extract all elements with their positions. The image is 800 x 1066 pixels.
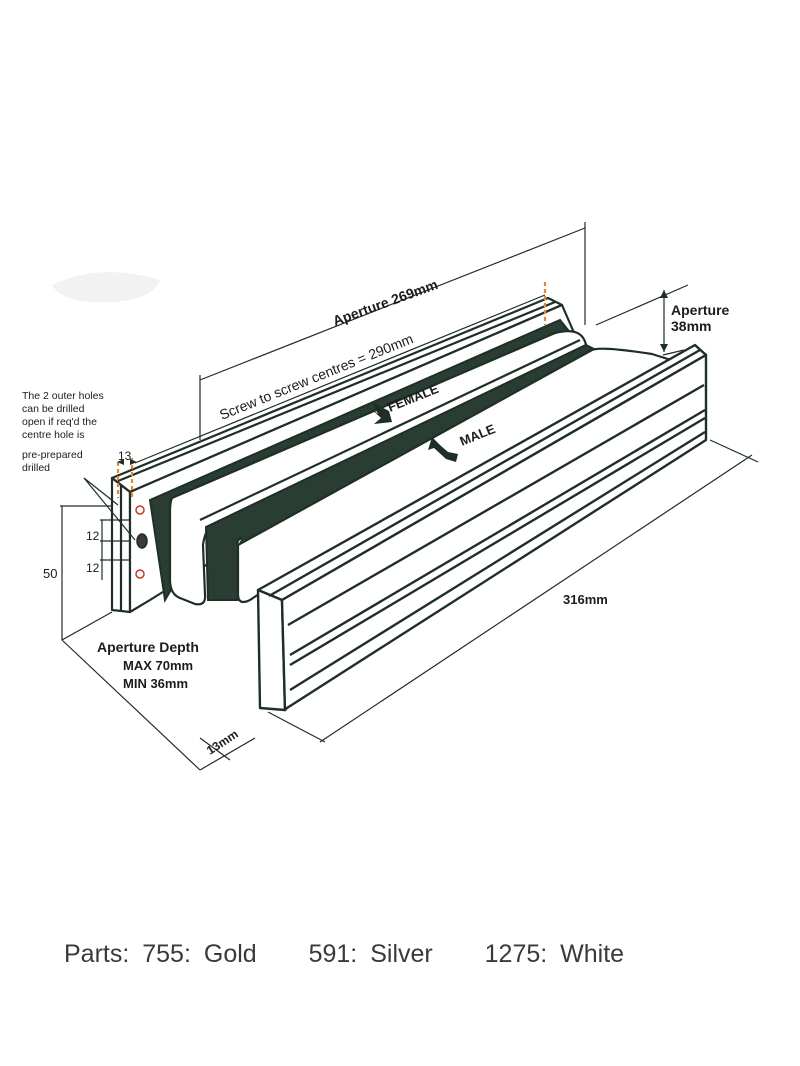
upper-hole (135, 505, 145, 515)
part-code: 591: (308, 940, 358, 968)
note-line: can be drilled (22, 403, 85, 415)
female-arrow (366, 402, 392, 424)
depth-max: MAX 70mm (123, 658, 193, 673)
part-finish: White (560, 940, 625, 968)
female-sleeve (168, 330, 588, 606)
fixing-holes (135, 505, 148, 579)
installation-note: The 2 outer holes can be drilled open if… (22, 390, 104, 474)
dimension-lines (60, 222, 759, 771)
dim-50-label: 50 (43, 566, 57, 581)
parts-list: Parts: 755: Gold 591: Silver 1275: White (64, 940, 630, 969)
lower-hole (135, 569, 145, 579)
aperture-width-label: Aperture 269mm (331, 276, 440, 329)
smudge-mark (52, 272, 160, 303)
parts-prefix: Parts: (64, 940, 130, 968)
aperture-height-title: Aperture (671, 302, 730, 318)
note-line: The 2 outer holes (22, 390, 104, 402)
part-finish: Gold (203, 940, 257, 968)
dim-12-upper-label: 12 (86, 529, 100, 543)
note-line: open if req'd the (22, 416, 97, 428)
dim-12-lower-label: 12 (86, 561, 100, 575)
part-code: 755: (142, 940, 191, 968)
note-line: drilled (22, 462, 50, 474)
depth-title: Aperture Depth (97, 639, 199, 655)
male-arrow (428, 437, 458, 462)
note-line: centre hole is (22, 429, 84, 441)
dim-13mm-label: 13mm (204, 727, 241, 758)
aperture-height-value: 38mm (671, 318, 711, 334)
dimension-arrowheads (117, 290, 668, 465)
part-code: 1275: (484, 940, 548, 968)
centre-hole (136, 533, 148, 549)
part-finish: Silver (370, 940, 433, 968)
male-plate (256, 343, 708, 712)
dim-13-top-label: 13 (118, 449, 132, 463)
depth-min: MIN 36mm (123, 676, 188, 691)
note-line: pre-prepared (22, 449, 83, 461)
screw-centre-marks (116, 282, 547, 498)
length-label: 316mm (563, 592, 608, 607)
